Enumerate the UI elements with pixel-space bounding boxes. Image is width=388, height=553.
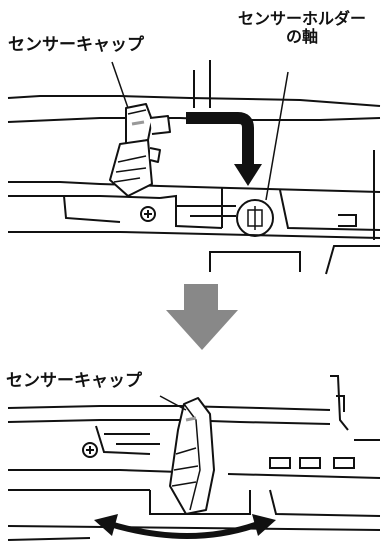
cap-bottom-leader (159, 395, 187, 411)
holder-axis-callout (236, 71, 289, 237)
sensor-cap-label-bottom: センサーキャップ (6, 371, 142, 391)
down-arrow-icon (166, 284, 238, 350)
swing-arrow-icon (94, 514, 276, 539)
sensor-holder-label-line2: の軸 (285, 27, 318, 47)
top-panel (7, 60, 381, 275)
sensor-holder-axis-label: センサーホルダー の軸 (218, 9, 386, 47)
sensor-cap-bottom (169, 397, 215, 515)
sensor-cap-top (109, 103, 171, 197)
cap-top-leader (111, 61, 129, 109)
insert-arrow (186, 112, 262, 186)
sensor-holder-label-line1: センサーホルダー (237, 9, 366, 28)
sensor-cap-label-top: センサーキャップ (8, 35, 144, 55)
